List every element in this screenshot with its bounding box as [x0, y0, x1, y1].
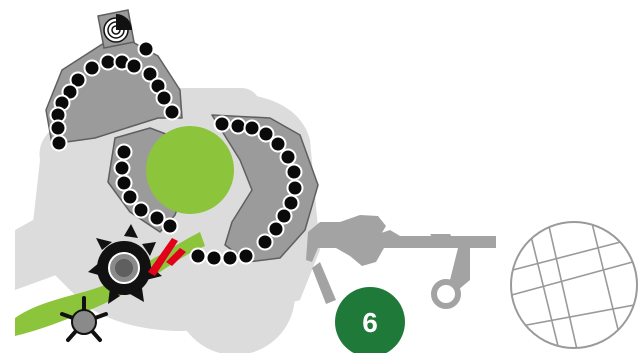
rotor-icon — [88, 224, 162, 304]
roller — [257, 125, 275, 143]
roller — [237, 247, 255, 265]
bale-sensor-icon — [97, 9, 135, 49]
roller — [213, 115, 231, 133]
lower-rollers — [189, 247, 255, 267]
roller — [50, 134, 68, 152]
step-number: 6 — [362, 307, 378, 338]
upper-segment-rollers — [49, 40, 181, 152]
roller — [113, 159, 131, 177]
roller — [161, 217, 179, 235]
pickup-reel-icon — [60, 296, 108, 342]
roller — [205, 249, 223, 267]
roller — [137, 40, 155, 58]
roller — [115, 143, 133, 161]
step-badge: 6 — [335, 287, 405, 353]
right-segment-rollers — [213, 115, 304, 251]
roller — [99, 53, 117, 71]
net-wrapped-bale-icon — [510, 221, 638, 349]
roller — [282, 194, 300, 212]
roller — [148, 209, 166, 227]
knife-holder — [166, 248, 186, 266]
roller — [83, 59, 101, 77]
chamber-rollers — [49, 40, 304, 267]
roller — [69, 71, 87, 89]
roller — [267, 220, 285, 238]
roller — [221, 249, 239, 267]
step-badge-circle — [335, 287, 405, 353]
roller — [243, 119, 261, 137]
roller — [163, 103, 181, 121]
left-segment-rollers — [113, 143, 179, 235]
roller — [115, 174, 133, 192]
roller — [121, 188, 139, 206]
roller — [269, 135, 287, 153]
bale-core — [146, 126, 234, 214]
roller — [275, 207, 293, 225]
roller — [229, 117, 247, 135]
roller — [256, 233, 274, 251]
roller — [286, 179, 304, 197]
roller — [141, 65, 159, 83]
roller — [189, 247, 207, 265]
roller — [49, 119, 67, 137]
roller — [132, 201, 150, 219]
cutting-knife — [148, 238, 178, 276]
roller — [285, 163, 303, 181]
wrap-ramp — [306, 215, 496, 309]
roller — [155, 89, 173, 107]
roller — [125, 57, 143, 75]
roller — [279, 148, 297, 166]
